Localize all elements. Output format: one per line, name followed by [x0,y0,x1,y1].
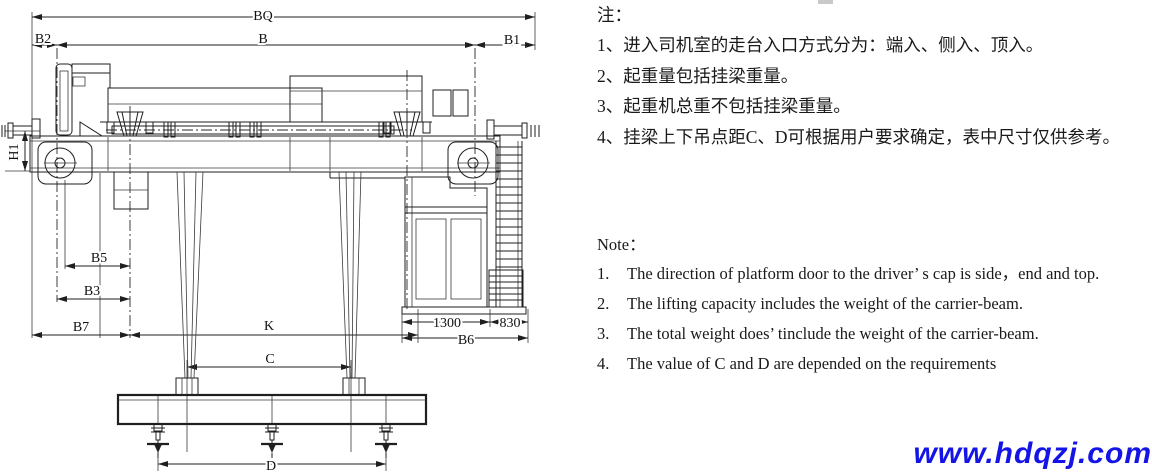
hook [261,423,283,458]
end-stop [55,63,111,136]
dim-label-d: D [266,459,276,474]
cn-note-line-2: 2、起重量包括挂梁重量。 [597,65,799,86]
driver-cab [401,176,527,315]
dim-label-b6: B6 [458,333,474,348]
chinese-notes: 注： 1、进入司机室的走台入口方式分为：端入、侧入、顶入。 2、起重量包括挂梁重… [597,6,1149,158]
clipped-text-fragment [818,0,833,4]
english-notes: Note： 1. The direction of platform door … [597,235,1149,384]
en-note-line-2: 2. The lifting capacity includes the wei… [597,294,1149,313]
buffer-right [486,119,540,140]
dim-label-1300: 1300 [433,316,461,331]
carrier-beam [116,377,428,426]
dim-label-830: 830 [500,316,521,331]
en-notes-title: Note： [597,235,646,254]
en-note-line-4: 4. The value of C and D are depended on … [597,354,1149,373]
cn-notes-title: 注： [597,5,632,25]
dim-label-h1: H1 [7,143,22,160]
lifting-hooks [147,423,397,458]
trolley-assembly [100,75,469,138]
hoist-block [113,171,149,210]
en-note-number: 1. [597,264,610,283]
dim-label-b2: B2 [35,32,51,47]
watermark-link[interactable]: www.hdqzj.com [913,437,1152,470]
en-note-line-1: 1. The direction of platform door to the… [597,264,1149,283]
dimension-lines [22,14,535,467]
hoist-drums [106,111,431,137]
en-note-text: The lifting capacity includes the weight… [627,294,1023,313]
buffer-left [1,118,41,139]
cn-note-line-1: 1、进入司机室的走台入口方式分为：端入、侧入、顶入。 [597,35,1044,55]
hook [147,423,169,458]
dim-label-b: B [258,32,267,47]
cn-note-line-3: 3、起重机总重不包括挂梁重量。 [597,96,851,116]
crane-drawing: BQ B B2 B1 H1 B5 B3 B7 K C D 1300 830 B6 [1,7,540,474]
dim-label-bq: BQ [253,9,272,24]
dim-label-b3: B3 [84,284,100,299]
en-note-text: The total weight does’ tinclude the weig… [627,324,1039,343]
hook [375,423,397,458]
en-note-number: 4. [597,354,610,373]
dim-label-b5: B5 [91,251,107,266]
end-carriage-right [447,141,499,185]
en-note-text: The value of C and D are depended on the… [627,354,997,373]
en-note-line-3: 3. The total weight does’ tinclude the w… [597,324,1149,343]
dim-label-b7: B7 [73,320,89,335]
access-ladder [488,141,524,308]
en-note-number: 3. [597,324,610,343]
en-note-number: 2. [597,294,610,313]
lifting-lug-right [342,377,366,396]
en-note-text: The direction of platform door to the dr… [627,264,1100,283]
cn-note-line-4: 4、挂梁上下吊点距C、D可根据用户要求确定，表中尺寸仅供参考。 [597,126,1121,147]
extension-lines [5,12,536,471]
dim-label-b1: B1 [504,33,520,48]
end-carriage-left [37,141,93,185]
dim-label-k: K [264,319,274,334]
dim-label-c: C [265,352,274,367]
lifting-ropes [176,171,362,379]
